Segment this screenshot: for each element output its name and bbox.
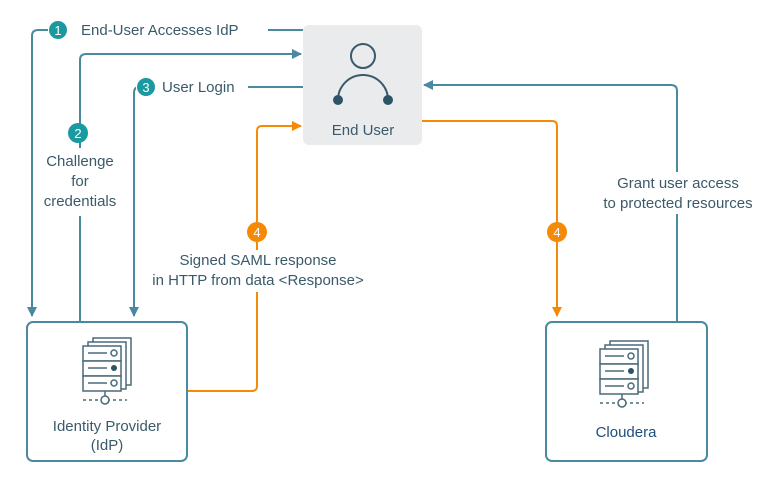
flow-1-line (27, 29, 303, 317)
step-2-label-line3: credentials (44, 193, 117, 210)
end-user-node[interactable]: End User (303, 25, 422, 145)
step-4-label-line2: in HTTP from data <Response> (152, 272, 364, 289)
cloudera-label: Cloudera (596, 424, 658, 441)
grant-label-line1: Grant user access (617, 175, 739, 192)
server-stack-icon (82, 337, 132, 405)
server-stack-icon (599, 340, 649, 408)
step-1-badge: 1 (49, 21, 67, 39)
step-3-label: User Login (162, 79, 235, 96)
svg-text:3: 3 (142, 80, 149, 95)
grant-label-line2: to protected resources (603, 195, 752, 212)
step-4-cloudera-badge: 4 (547, 222, 567, 242)
step-2-badge: 2 (68, 123, 88, 143)
cloudera-node[interactable]: Cloudera (545, 321, 708, 462)
idp-label-line1: Identity Provider (53, 418, 161, 435)
step-2-label-line1: Challenge (46, 153, 114, 170)
svg-text:4: 4 (553, 225, 560, 240)
grant-line (423, 80, 678, 321)
end-user-label: End User (332, 122, 395, 139)
idp-label-line2: (IdP) (91, 437, 124, 454)
svg-text:1: 1 (54, 23, 61, 38)
step-4-label-line1: Signed SAML response (179, 252, 336, 269)
svg-text:4: 4 (253, 225, 260, 240)
flow-4-cloudera-line (422, 120, 562, 317)
idp-node[interactable]: Identity Provider (IdP) (26, 321, 188, 462)
step-4-saml-badge: 4 (247, 222, 267, 242)
flow-2-line (79, 49, 302, 321)
step-1-label: End-User Accesses IdP (81, 22, 239, 39)
step-2-label-line2: for (71, 173, 89, 190)
step-3-badge: 3 (137, 78, 155, 96)
user-icon (333, 43, 393, 105)
svg-text:2: 2 (74, 126, 81, 141)
